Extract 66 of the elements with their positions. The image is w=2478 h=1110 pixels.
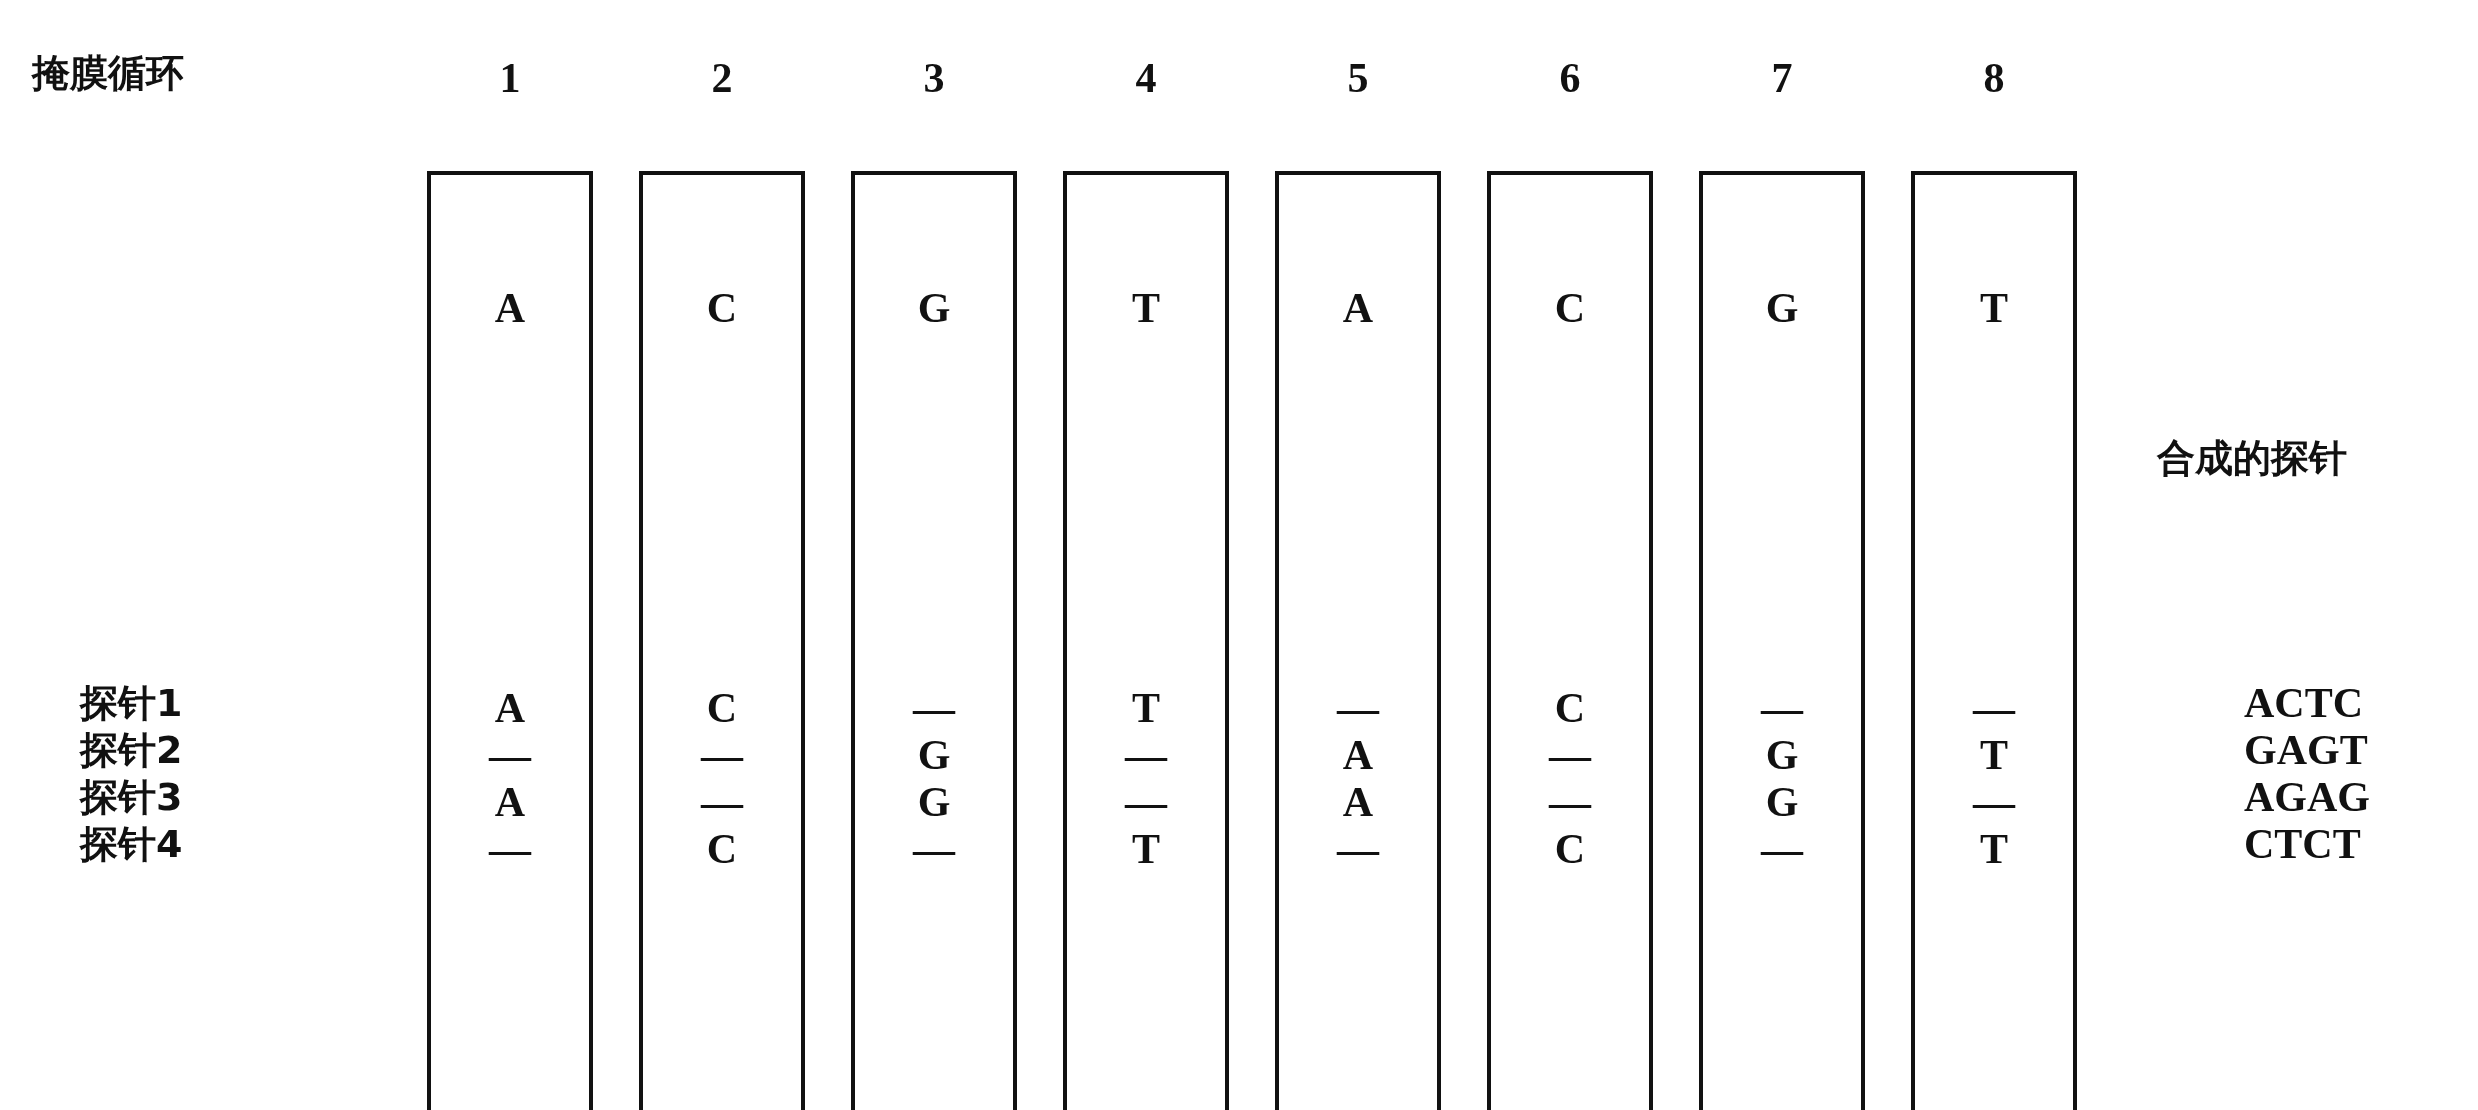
probe-base: — (911, 826, 957, 872)
column-box (427, 171, 593, 1110)
probe-base: T (1131, 685, 1161, 731)
probe-base: — (1123, 732, 1169, 778)
base-letter: G (916, 285, 952, 331)
probe-base: G (1764, 779, 1800, 825)
base-letter: T (1131, 285, 1161, 331)
base-letter: T (1979, 285, 2009, 331)
column-box (1275, 171, 1441, 1110)
cycle-number: 1 (499, 55, 521, 101)
probe-base: C (1553, 685, 1587, 731)
cycle-number: 5 (1347, 55, 1369, 101)
cycle-number: 3 (923, 55, 945, 101)
probe-base: T (1131, 826, 1161, 872)
probe-base: G (1764, 732, 1800, 778)
column-heading: 合成的探针 (2157, 435, 2347, 481)
probe-base: — (487, 732, 533, 778)
base-letter: A (1341, 285, 1375, 331)
probe-sequence: AGAG (2244, 774, 2370, 820)
probe-base: C (705, 685, 739, 731)
column-box (1487, 171, 1653, 1110)
base-letter: C (1553, 285, 1587, 331)
probe-sequence: ACTC (2244, 680, 2363, 726)
row-heading: 掩膜循环 (32, 50, 184, 96)
probe-base: C (705, 826, 739, 872)
probe-base: A (1341, 779, 1375, 825)
probe-base: A (1341, 732, 1375, 778)
probe-base: T (1979, 826, 2009, 872)
base-letter: C (705, 285, 739, 331)
probe-base: — (1547, 779, 1593, 825)
column-box (1911, 171, 2077, 1110)
probe-base: — (1971, 779, 2017, 825)
column-box (1063, 171, 1229, 1110)
probe-base: A (493, 779, 527, 825)
probe-name: 探针3 (80, 774, 183, 820)
probe-base: — (911, 685, 957, 731)
probe-base: — (699, 779, 745, 825)
probe-name: 探针4 (80, 821, 183, 867)
probe-base: — (1335, 685, 1381, 731)
cycle-number: 4 (1135, 55, 1157, 101)
probe-base: — (1759, 826, 1805, 872)
probe-base: — (487, 826, 533, 872)
cycle-number: 8 (1983, 55, 2005, 101)
probe-base: — (1123, 779, 1169, 825)
probe-base: — (1335, 826, 1381, 872)
column-box (851, 171, 1017, 1110)
probe-sequence: GAGT (2244, 727, 2368, 773)
probe-name: 探针1 (80, 680, 183, 726)
cycle-number: 2 (711, 55, 733, 101)
probe-base: — (1759, 685, 1805, 731)
column-box (639, 171, 805, 1110)
probe-base: — (1971, 685, 2017, 731)
probe-base: G (916, 779, 952, 825)
base-letter: G (1764, 285, 1800, 331)
cycle-number: 7 (1771, 55, 1793, 101)
probe-base: — (1547, 732, 1593, 778)
probe-base: — (699, 732, 745, 778)
probe-base: G (916, 732, 952, 778)
probe-base: A (493, 685, 527, 731)
probe-name: 探针2 (80, 727, 183, 773)
probe-sequence: CTCT (2244, 821, 2361, 867)
probe-base: C (1553, 826, 1587, 872)
base-letter: A (493, 285, 527, 331)
probe-base: T (1979, 732, 2009, 778)
cycle-number: 6 (1559, 55, 1581, 101)
column-box (1699, 171, 1865, 1110)
